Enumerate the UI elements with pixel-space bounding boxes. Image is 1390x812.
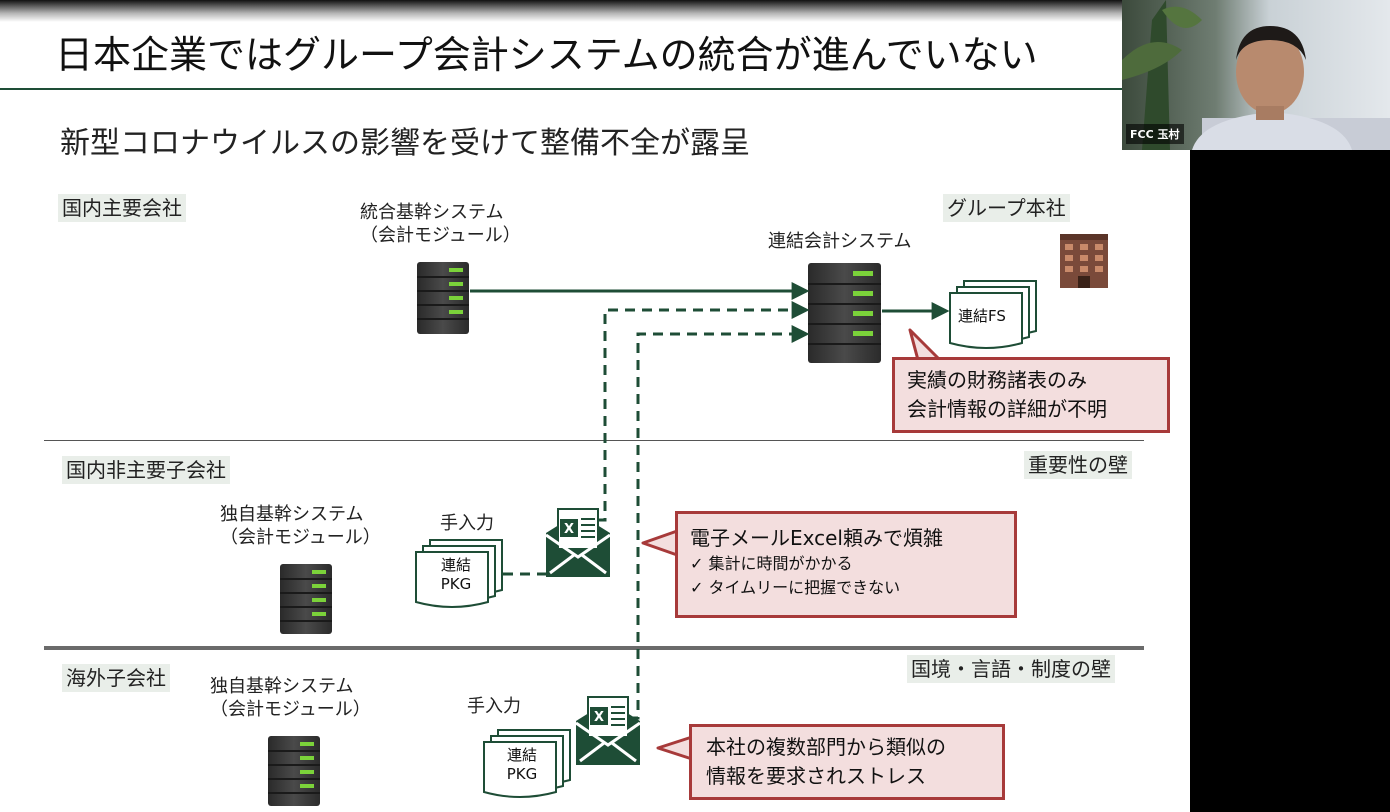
webcam-person [1122,0,1390,150]
pkg-label-overseas: 連結 PKG [506,746,538,783]
webcam-name-label: FCC 玉村 [1126,124,1184,144]
manual-input-label-minor: 手入力 [440,513,494,534]
slide-subtitle: 新型コロナウイルスの影響を受けて整備不全が露呈 [60,126,750,161]
callout-pointer [656,735,694,761]
section-overseas: 海外子会社 [62,664,170,692]
divider-domestic [44,440,1144,441]
divider-overseas [44,646,1144,650]
wall-border: 国境・言語・制度の壁 [907,655,1115,683]
server-icon-minor [280,564,332,634]
svg-text:X: X [564,522,574,537]
consolidation-system-label: 連結会計システム [768,231,912,252]
section-domestic-minor: 国内非主要子会社 [62,456,230,484]
callout-hq: 実績の財務諸表のみ 会計情報の詳細が不明 [892,357,1170,433]
slide-title: 日本企業ではグループ会計システムの統合が進んでいない [55,33,1038,77]
email-excel-icon: X [575,696,641,765]
callout-email: 電子メールExcel頼みで煩雑 ✓ 集計に時間がかかる ✓ タイムリーに把握でき… [675,511,1017,618]
section-domestic-major: 国内主要会社 [58,194,186,222]
server-icon-integrated [417,262,469,334]
pkg-label-minor: 連結 PKG [440,556,472,593]
server-icon-overseas [268,736,320,806]
svg-text:X: X [594,710,604,725]
callout-overseas: 本社の複数部門から類似の 情報を要求されストレス [689,724,1005,800]
overseas-system-label: 独自基幹システム （会計モジュール） [210,676,371,720]
consolidated-fs-label: 連結FS [958,307,1006,325]
section-group-hq: グループ本社 [943,194,1070,222]
email-excel-icon: X [545,508,611,577]
callout-pointer [908,328,942,362]
document-stack-icon [415,539,503,608]
arrow-icon [612,325,810,720]
document-stack-icon [949,280,1037,349]
arrow-icon [580,301,810,522]
wall-materiality: 重要性の壁 [1024,451,1132,479]
manual-input-label-overseas: 手入力 [467,696,521,717]
slide: 日本企業ではグループ会計システムの統合が進んでいない 新型コロナウイルスの影響を… [0,0,1190,812]
title-divider [0,88,1190,90]
minor-system-label: 独自基幹システム （会計モジュール） [220,504,381,548]
building-icon [1060,234,1108,288]
document-stack-icon [483,729,571,798]
integrated-system-label: 統合基幹システム （会計モジュール） [360,202,521,246]
slide-top-shadow [0,0,1190,22]
server-icon-consolidation [808,263,881,363]
